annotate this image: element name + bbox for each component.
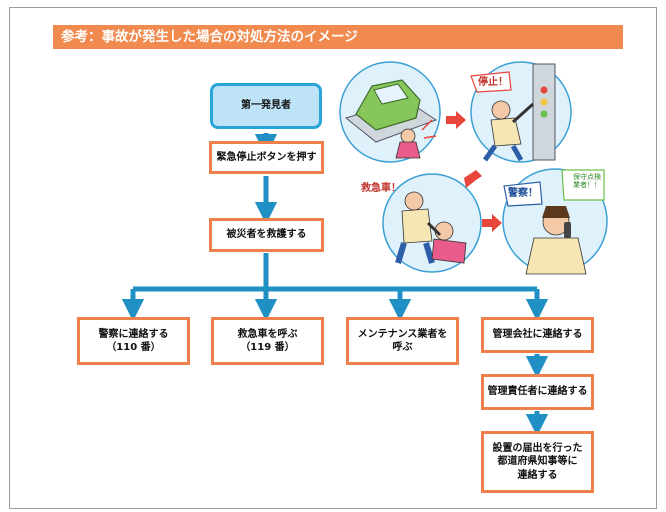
speech-maintenance: 保守点検 業者！！ [573, 173, 601, 190]
contact-prefectural-governor-box: 設置の届出を行った 都道府県知事等に 連絡する [481, 431, 594, 493]
press-emergency-stop-box: 緊急停止ボタンを押す [209, 141, 324, 174]
contact-management-company-box: 管理会社に連絡する [481, 317, 594, 353]
illustration-stop-button [470, 61, 572, 163]
red-arrow-right-top [446, 111, 466, 129]
illustration-accident [339, 61, 441, 163]
speech-stop: 停止！ [478, 77, 508, 88]
first-discoverer-box: 第一発見者 [210, 83, 322, 129]
speech-police: 警察！ [508, 188, 538, 199]
contact-responsible-manager-box: 管理責任者に連絡する [481, 374, 594, 410]
illustration-rescue [382, 173, 482, 273]
section-header: 参考：事故が発生した場合の対処方法のイメージ [53, 25, 623, 49]
rescue-victim-box: 被災者を救護する [209, 218, 324, 252]
page-frame [9, 7, 657, 509]
call-maintenance-box: メンテナンス業者を 呼ぶ [346, 317, 459, 365]
red-arrow-right-bottom [482, 214, 502, 232]
red-arrow-down-left [464, 170, 482, 188]
illustration-phone-call [502, 168, 608, 275]
contact-police-box: 警察に連絡する （110 番） [77, 317, 190, 365]
speech-ambulance: 救急車！ [361, 183, 401, 194]
call-ambulance-box: 救急車を呼ぶ （119 番） [211, 317, 324, 365]
